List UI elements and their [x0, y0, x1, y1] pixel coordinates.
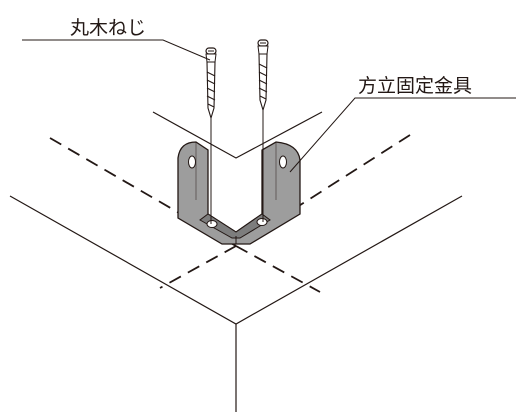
wood-screw-right	[257, 39, 269, 222]
bracket-hole-left	[188, 155, 196, 169]
leader-screw	[22, 39, 211, 61]
corner-outline	[9, 195, 463, 412]
fixing-bracket	[177, 141, 301, 245]
bracket-label: 方立固定金具	[358, 75, 472, 97]
leader-bracket	[289, 97, 516, 173]
post-outline	[152, 111, 323, 159]
bracket-base-hole-left	[206, 220, 218, 228]
screw-label: 丸木ねじ	[70, 17, 146, 39]
wood-screw-left	[205, 47, 217, 224]
bracket-hole-right	[279, 155, 287, 169]
bracket-base-hole-right	[256, 218, 268, 226]
dashed-guide-lines	[49, 134, 411, 293]
